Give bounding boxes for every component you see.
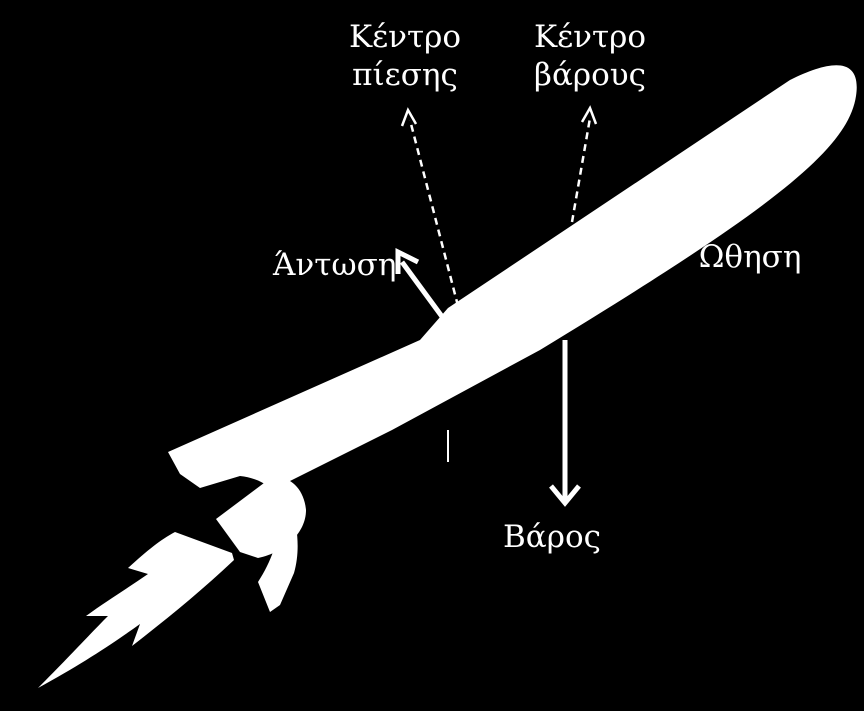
weight-label: Βάρος [503,519,601,555]
center-of-gravity-label-line2: βάρους [534,57,646,93]
center-of-pressure-label-line1: Κέντρο [348,19,462,55]
lift-arrowhead [395,247,420,274]
lift-arrow [399,260,449,324]
weight-arrowhead [549,484,581,507]
center-of-gravity-label: Κέντρο βάρους [515,18,665,94]
thrust-label: Ώθηση [698,239,802,275]
center-of-gravity-label-line1: Κέντρο [533,19,647,55]
exhaust-flame [38,532,234,688]
center-of-gravity-arrowhead [580,105,598,125]
center-of-pressure-arrowhead [400,107,418,127]
center-of-pressure-label: Κέντρο πίεσης [330,18,480,94]
center-of-pressure-label-line2: πίεσης [352,57,458,93]
rocket-body [168,65,857,613]
lift-label: Άντωση [273,247,397,283]
center-of-gravity-line [570,117,592,223]
center-of-pressure-line [408,119,460,307]
